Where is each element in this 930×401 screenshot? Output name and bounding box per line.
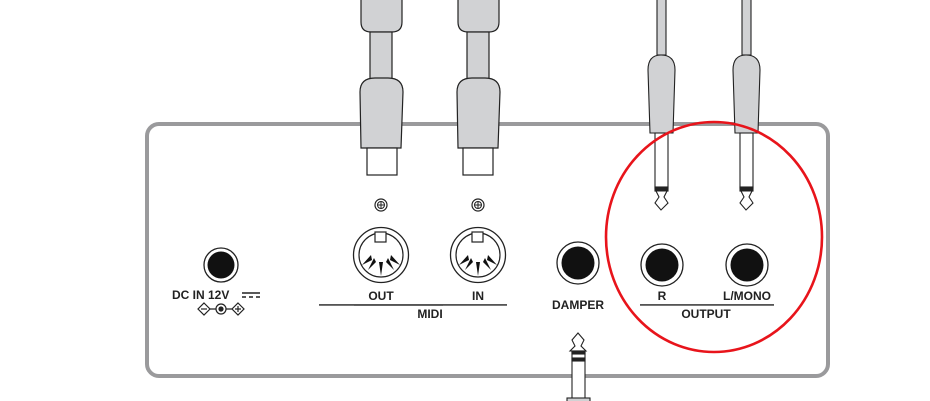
output-r-plug [647,0,676,211]
dc-polarity-icon [197,302,245,316]
output-l-mono-jack [725,243,769,287]
midi-out-label: OUT [368,289,394,303]
output-divider [640,304,774,306]
damper-jack [556,241,600,285]
midi-divider [354,304,507,306]
midi-out-socket [352,226,410,284]
dc-current-symbol [242,292,260,298]
midi-in-cable [456,0,501,176]
screw-icon [374,198,388,212]
damper-label: DAMPER [552,298,604,312]
midi-in-socket [449,226,507,284]
dc-in-jack [203,247,239,283]
midi-out-cable [359,0,404,176]
screw-icon [471,198,485,212]
midi-label: MIDI [417,307,442,321]
output-r-jack [640,243,684,287]
damper-plug [566,332,591,401]
output-l-mono-label: L/MONO [723,289,771,303]
output-l-mono-plug [732,0,761,211]
midi-in-label: IN [472,289,484,303]
output-highlight-circle [604,120,824,354]
output-label: OUTPUT [681,307,731,321]
dc-in-label: DC IN 12V [172,288,229,302]
output-r-label: R [658,289,667,303]
